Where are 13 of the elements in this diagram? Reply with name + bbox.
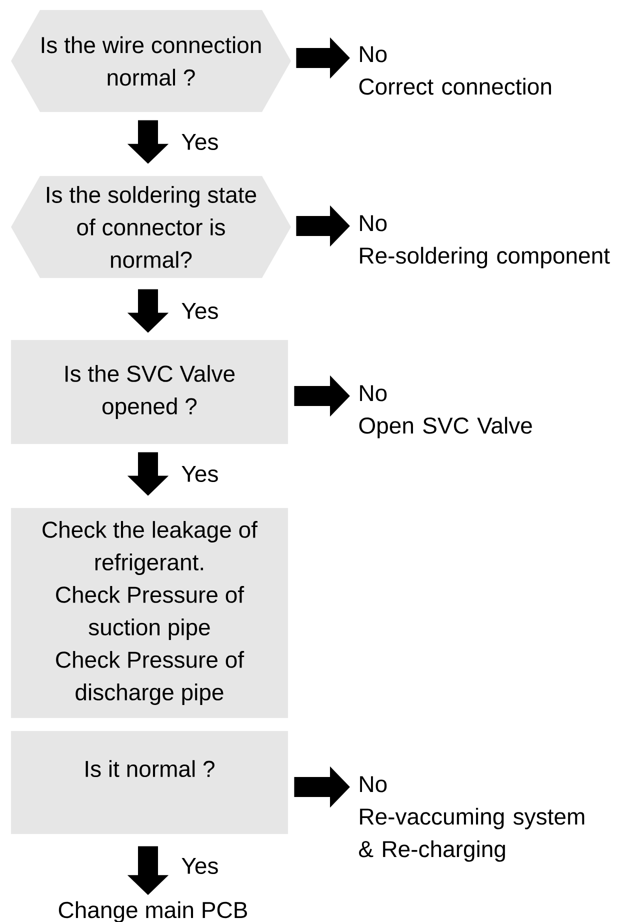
process-box: Is it normal ? <box>11 731 288 834</box>
edge-label: Yes <box>182 466 218 482</box>
decision-hexagon: Is the wire connection normal ? <box>11 10 291 112</box>
decision-hexagon: Is the soldering state of connector is normal? <box>11 176 291 278</box>
process-box: Is the SVC Valve opened ? <box>11 340 288 444</box>
outcome-text: No Open SVC Valve <box>359 385 532 438</box>
edge-label: Yes <box>182 134 218 150</box>
edge-label: Yes <box>182 302 218 320</box>
edge-label: Yes <box>182 858 218 874</box>
outcome-text: No Correct connection <box>359 46 551 95</box>
outcome-text: No Re-vaccuming system & Re-charging <box>359 776 584 862</box>
outcome-text: No Re-soldering component <box>360 215 610 268</box>
process-box: Check the leakage of refrigerant. Check Pressure of suction pipe Check Pressure of discharge pipe <box>11 508 288 718</box>
